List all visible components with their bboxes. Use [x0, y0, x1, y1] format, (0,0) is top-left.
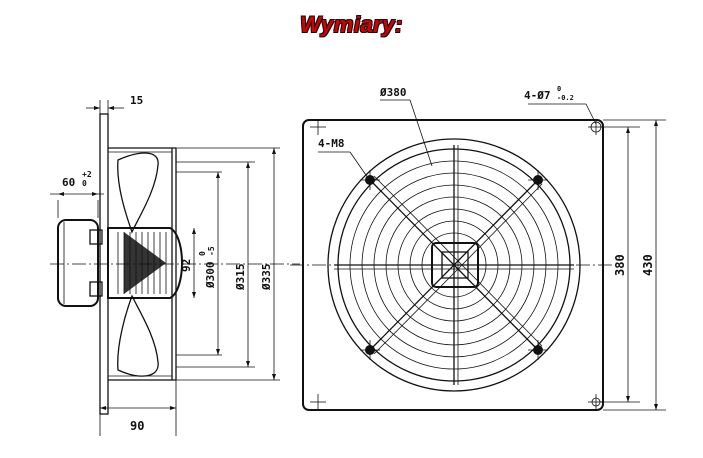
- dim-92-label: 92: [180, 259, 193, 272]
- dim-300-tolerance-lower: -5: [207, 246, 216, 256]
- fan-blade-top: [117, 152, 159, 234]
- mounting-bolts: [360, 170, 548, 360]
- dim-315-label: Ø315: [234, 264, 247, 292]
- front-view: Ø380 4-M8 4-Ø7 0 -0.2 380 430: [290, 85, 666, 411]
- dim-300-tolerance-upper: 0: [198, 251, 207, 256]
- dim-60-tolerance-lower: 0: [82, 179, 87, 188]
- dim-430-label: 430: [641, 254, 655, 276]
- page-title: Wymiary:: [300, 12, 403, 37]
- fan-blade-bottom: [117, 294, 159, 377]
- dim-60-label: 60: [62, 176, 75, 189]
- dim-300-label: Ø300: [204, 262, 217, 290]
- dim-holes-tolerance-upper: 0: [557, 85, 561, 93]
- side-view: 15: [50, 94, 300, 436]
- motor-body: [57, 219, 99, 307]
- dim-holes-label: 4-Ø7: [524, 89, 551, 102]
- dim-380-label: 380: [613, 254, 627, 276]
- dim-90-label: 90: [130, 419, 144, 433]
- dim-holes-tolerance-lower: -0.2: [557, 94, 574, 102]
- dim-4m8-label: 4-M8: [318, 137, 345, 150]
- fan-hub: [107, 227, 183, 299]
- dim-380-dia-label: Ø380: [379, 86, 407, 99]
- dim-335-label: Ø335: [260, 264, 273, 292]
- dim-60-tolerance-upper: +2: [82, 170, 92, 179]
- dim-15-label: 15: [130, 94, 143, 107]
